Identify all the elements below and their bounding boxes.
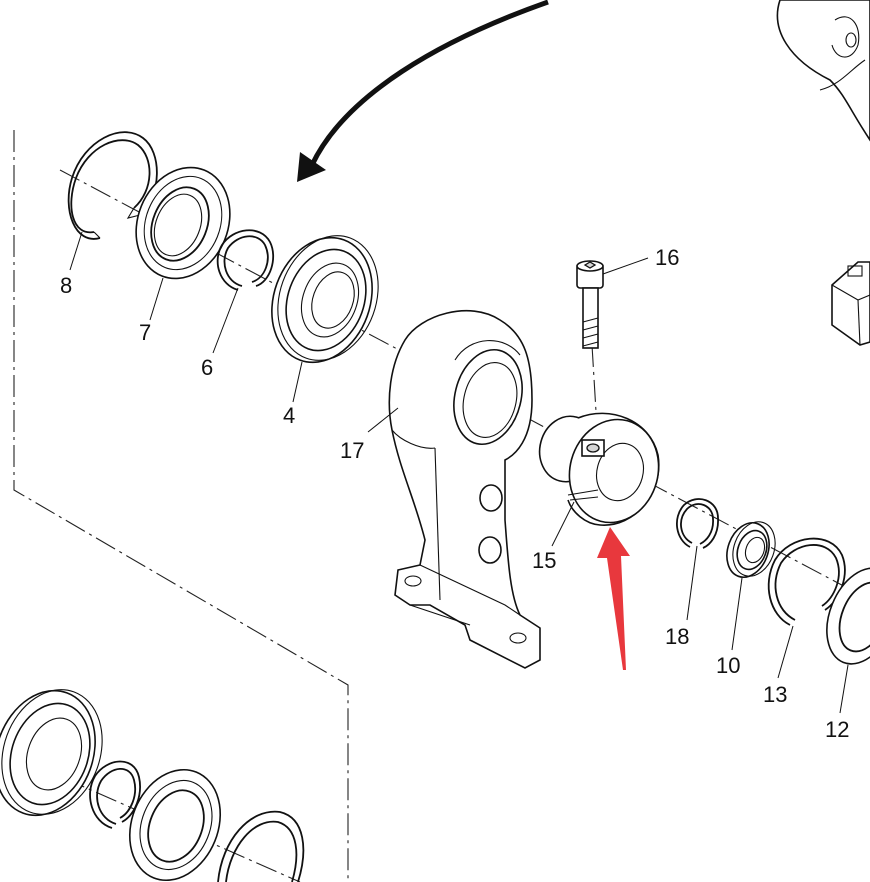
callout-labels: 8 7 6 4 17 16 15 18 10 13 12 <box>60 245 849 742</box>
callout-4: 4 <box>283 403 295 428</box>
lower-ring <box>217 810 305 882</box>
leader-lines <box>69 231 849 714</box>
seal-7 <box>135 166 231 280</box>
callout-18: 18 <box>665 624 689 649</box>
callout-8: 8 <box>60 273 72 298</box>
assembly-boundary <box>13 130 349 882</box>
callout-13: 13 <box>763 682 787 707</box>
bearing-4 <box>271 235 379 364</box>
bushing-10 <box>726 521 776 578</box>
housing-partial <box>776 0 870 142</box>
lever-arm-17 <box>388 310 541 669</box>
lower-bearing <box>0 689 103 817</box>
callout-15: 15 <box>532 548 556 573</box>
callout-10: 10 <box>716 653 740 678</box>
callout-6: 6 <box>201 355 213 380</box>
seal-12 <box>826 567 870 665</box>
highlight-arrow-red <box>597 527 630 670</box>
callout-16: 16 <box>655 245 679 270</box>
lower-seal <box>128 768 222 882</box>
circlip-6 <box>216 229 275 291</box>
retaining-ring-8 <box>67 131 158 240</box>
curved-direction-arrow <box>297 0 549 182</box>
callout-7: 7 <box>139 320 151 345</box>
block-partial <box>831 261 870 346</box>
clamp-collar-15 <box>538 412 660 526</box>
callout-17: 17 <box>340 438 364 463</box>
cap-screw-16 <box>576 260 604 349</box>
retaining-ring-13 <box>767 537 846 626</box>
callout-12: 12 <box>825 717 849 742</box>
lower-circlip <box>89 760 141 829</box>
circlip-18 <box>676 498 719 549</box>
